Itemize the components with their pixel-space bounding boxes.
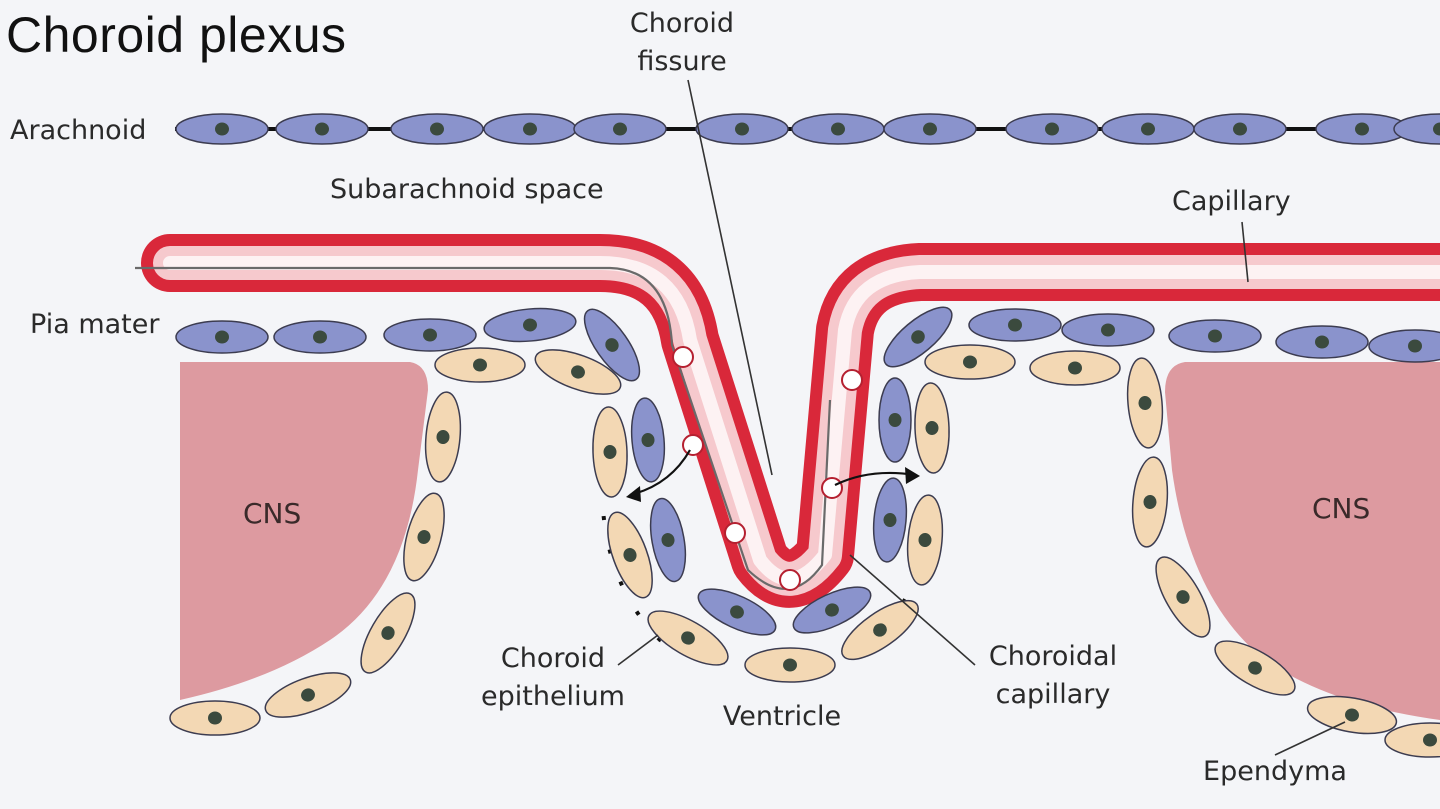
- pia-cell: [175, 320, 269, 354]
- arachnoid-label: Arachnoid: [10, 115, 146, 146]
- arachnoid-cell: [275, 113, 369, 145]
- page-title: Choroid plexus: [6, 7, 347, 63]
- plexus-pia-cell: [697, 588, 777, 636]
- epithelial-cell: [647, 610, 729, 666]
- choroidal-capillary-label-line1: Choroidal: [989, 641, 1117, 672]
- pia-cell: [1275, 325, 1369, 359]
- arachnoid-cell: [883, 113, 977, 145]
- arachnoid-cell: [390, 113, 484, 145]
- choroid-epithelium-label-line2: epithelium: [481, 681, 625, 712]
- choroid-fissure-label-line1: Choroid: [630, 8, 734, 39]
- pia-cell: [1061, 313, 1155, 347]
- arachnoid-cells: [175, 113, 1440, 145]
- pia-cell: [1368, 329, 1440, 363]
- choroid-fissure-leader: [687, 79, 773, 476]
- plexus-pia-cell: [630, 397, 666, 483]
- cns-tissue-right: [1165, 362, 1440, 720]
- epithelial-cell: [360, 592, 416, 674]
- subarachnoid-space-label: Subarachnoid space: [330, 174, 604, 205]
- cns-tissue-left: [180, 362, 428, 700]
- pia-cell: [273, 320, 367, 354]
- plexus-pia-cell: [583, 308, 641, 382]
- plexus-pia-cell: [792, 586, 872, 634]
- capillary-label: Capillary: [1172, 186, 1291, 217]
- epithelial-cell: [1306, 695, 1398, 735]
- ependyma-label: Ependyma: [1203, 756, 1347, 787]
- plexus-pia-cell: [649, 497, 687, 583]
- epithelial-cell: [403, 492, 445, 582]
- secretion-arrows: [626, 449, 920, 502]
- epithelial-cell: [434, 347, 526, 383]
- epithelial-cells: [169, 344, 1440, 758]
- pia-cell: [968, 308, 1062, 342]
- epithelial-cell: [841, 599, 919, 661]
- choroid-epithelium-label-line1: Choroid: [501, 643, 605, 674]
- arachnoid-cell: [791, 113, 885, 145]
- arachnoid-cell: [1101, 113, 1195, 145]
- epithelial-cell: [1384, 722, 1440, 758]
- ependyma-leader: [1274, 721, 1346, 756]
- choroidal-capillary-leader: [849, 554, 976, 666]
- choroid-fissure-label-line2: fissure: [637, 46, 726, 77]
- choroid-epithelium-leader: [617, 634, 659, 666]
- pia-cell: [483, 307, 577, 343]
- arachnoid-membrane: [175, 113, 1440, 145]
- cns-label-left: CNS: [243, 497, 301, 530]
- epithelial-cell: [1029, 350, 1121, 386]
- epithelial-cell: [1131, 456, 1169, 548]
- pia-cell: [1168, 319, 1262, 353]
- epithelial-cell: [924, 344, 1016, 380]
- arachnoid-cell: [1005, 113, 1099, 145]
- capillary-leader: [1241, 221, 1249, 283]
- arachnoid-cell: [483, 113, 577, 145]
- pia-mater-cells: [175, 307, 1440, 363]
- plexus-pia-cell: [883, 306, 953, 368]
- pia-cell: [383, 318, 477, 352]
- arachnoid-cell: [573, 113, 667, 145]
- arachnoid-cell: [1193, 113, 1287, 145]
- epithelial-cell: [169, 700, 261, 736]
- plexus-pia-cell: [878, 377, 912, 463]
- arachnoid-cell: [1393, 113, 1440, 145]
- arachnoid-cell: [695, 113, 789, 145]
- epithelial-cell: [1214, 640, 1296, 696]
- epithelial-cell: [534, 349, 622, 395]
- ventricle-label: Ventricle: [723, 701, 841, 732]
- epithelial-cell: [1126, 357, 1164, 449]
- epithelial-cell: [607, 511, 653, 599]
- cns-label-right: CNS: [1312, 492, 1370, 525]
- plexus-pia-cell: [872, 477, 908, 563]
- epithelial-cell: [914, 382, 950, 474]
- epithelial-cell: [1155, 556, 1211, 638]
- epithelial-cell: [264, 672, 352, 718]
- choroidal-capillary-label-line2: capillary: [996, 679, 1111, 710]
- epithelial-cell: [592, 406, 628, 498]
- epithelial-cell: [906, 494, 944, 586]
- epithelial-cell: [744, 647, 836, 683]
- arachnoid-cell: [1315, 113, 1409, 145]
- capillary-tube: [135, 234, 1440, 608]
- epithelial-cell: [424, 391, 462, 483]
- plexus-pia-cells: [583, 306, 953, 636]
- pia-mater-label: Pia mater: [30, 309, 160, 340]
- arachnoid-cell: [175, 113, 269, 145]
